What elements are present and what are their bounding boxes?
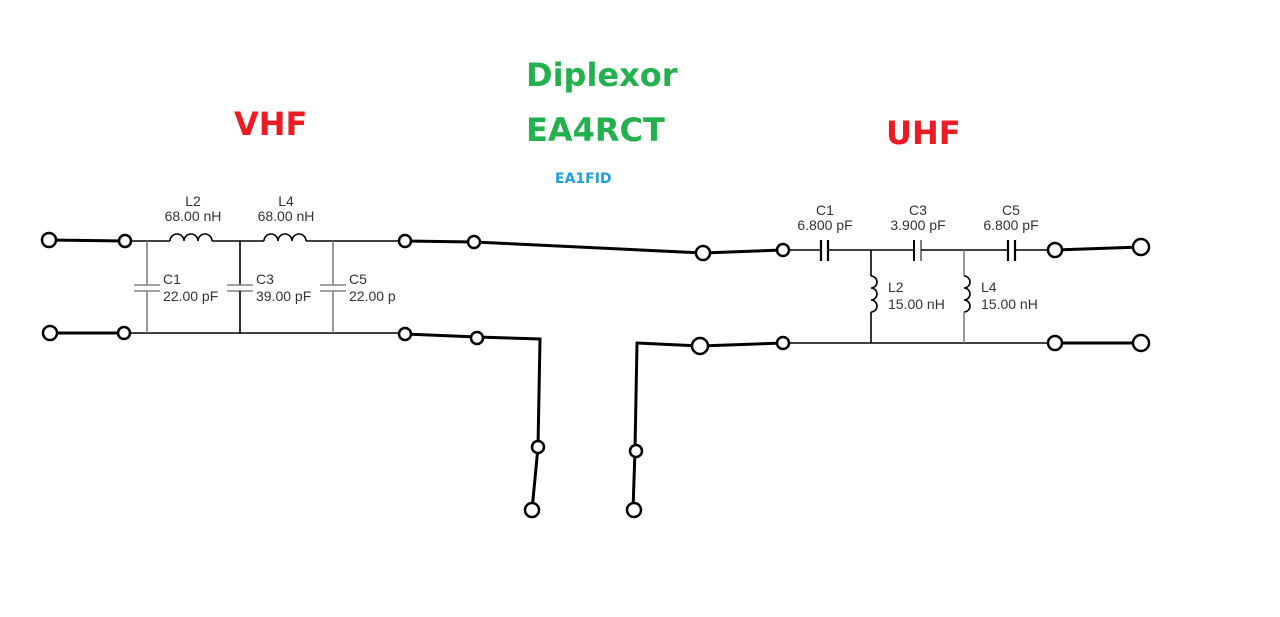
uhf-filter-out-bottom-node[interactable]	[1046, 334, 1064, 352]
vhf-c3-capacitor-symbol	[227, 241, 253, 333]
vhf-c5-capacitor-symbol	[320, 241, 346, 333]
common-junction-wiring	[397, 233, 785, 519]
vhf-port-bottom-terminal[interactable]	[41, 324, 59, 342]
uhf-c5-value: 6.800 pF	[983, 217, 1038, 233]
vhf-input-wiring	[40, 231, 127, 342]
uhf-highpass-filter: C1 6.800 pF C3 3.900 pF C5 6.800 pF L2 1…	[783, 202, 1055, 344]
vhf-l2-inductor-symbol	[169, 233, 213, 242]
vhf-c1-capacitor-symbol	[134, 241, 160, 333]
common-port-left-upper-node[interactable]	[530, 439, 546, 455]
common-port-left-terminal[interactable]	[523, 501, 541, 519]
uhf-c1-value: 6.800 pF	[797, 217, 852, 233]
vhf-c1-value: 22.00 pF	[163, 288, 218, 304]
uhf-port-top-terminal[interactable]	[1131, 237, 1151, 257]
junction-node-uhf-top[interactable]	[694, 244, 712, 262]
junction-node-uhf-bottom[interactable]	[690, 336, 710, 356]
diagram-title: Diplexor	[526, 56, 678, 94]
vhf-c5-name: C5	[349, 271, 367, 287]
uhf-filter-out-top-node[interactable]	[1046, 241, 1064, 259]
uhf-c3-value: 3.900 pF	[890, 217, 945, 233]
uhf-output-top-wire	[1053, 245, 1143, 252]
vhf-l4-inductor-symbol	[263, 233, 307, 242]
uhf-ground-lead	[631, 341, 639, 512]
vhf-c5-value: 22.00 p	[349, 288, 396, 304]
uhf-port-bottom-terminal[interactable]	[1131, 333, 1151, 353]
junction-top-wire	[472, 240, 705, 255]
uhf-section-label: UHF	[886, 114, 961, 152]
uhf-l2-name: L2	[888, 279, 904, 295]
uhf-l4-value: 15.00 nH	[981, 296, 1038, 312]
uhf-in-top-wire	[701, 248, 785, 255]
junction-node-vhf-bottom[interactable]	[469, 330, 485, 346]
callsign-title: EA4RCT	[526, 111, 665, 149]
common-port-right-upper-node[interactable]	[628, 443, 644, 459]
junction-node-vhf-top[interactable]	[466, 234, 482, 250]
vhf-out-bottom-wire	[403, 332, 479, 339]
vhf-l4-value: 68.00 nH	[258, 208, 315, 224]
vhf-l2-value: 68.00 nH	[165, 208, 222, 224]
vhf-l4-name: L4	[278, 193, 294, 209]
uhf-in-bottom-wire	[635, 341, 785, 348]
uhf-l2-value: 15.00 nH	[888, 296, 945, 312]
uhf-c5-capacitor-symbol	[1006, 240, 1017, 261]
uhf-l4-name: L4	[981, 279, 997, 295]
uhf-l2-inductor-symbol	[870, 250, 878, 343]
vhf-ground-lead	[475, 335, 542, 512]
vhf-lowpass-filter: L2 68.00 nH L4 68.00 nH C1 22.00 pF C3 3…	[124, 193, 405, 334]
uhf-c3-capacitor-symbol	[913, 240, 922, 261]
common-port-right-terminal[interactable]	[625, 501, 643, 519]
vhf-c3-value: 39.00 pF	[256, 288, 311, 304]
uhf-c1-capacitor-symbol	[819, 240, 830, 261]
vhf-filter-out-bottom-node[interactable]	[397, 326, 413, 342]
vhf-input-top-wire	[47, 238, 127, 243]
uhf-output-wiring	[1046, 237, 1151, 353]
uhf-c5-name: C5	[1002, 202, 1020, 218]
vhf-out-top-wire	[403, 239, 476, 244]
vhf-section-label: VHF	[234, 105, 308, 143]
vhf-l2-name: L2	[185, 193, 201, 209]
uhf-c1-name: C1	[816, 202, 834, 218]
vhf-c3-name: C3	[256, 271, 274, 287]
vhf-port-top-terminal[interactable]	[40, 231, 58, 249]
uhf-l4-inductor-symbol	[963, 250, 971, 343]
vhf-c1-name: C1	[163, 271, 181, 287]
uhf-c3-name: C3	[909, 202, 927, 218]
uhf-filter-in-top-node[interactable]	[775, 242, 791, 258]
author-callsign: EA1FID	[555, 171, 612, 187]
uhf-filter-in-bottom-node[interactable]	[775, 335, 791, 351]
vhf-filter-out-top-node[interactable]	[397, 233, 413, 249]
vhf-filter-in-top-node[interactable]	[117, 233, 133, 249]
vhf-filter-in-bottom-node[interactable]	[116, 325, 132, 341]
